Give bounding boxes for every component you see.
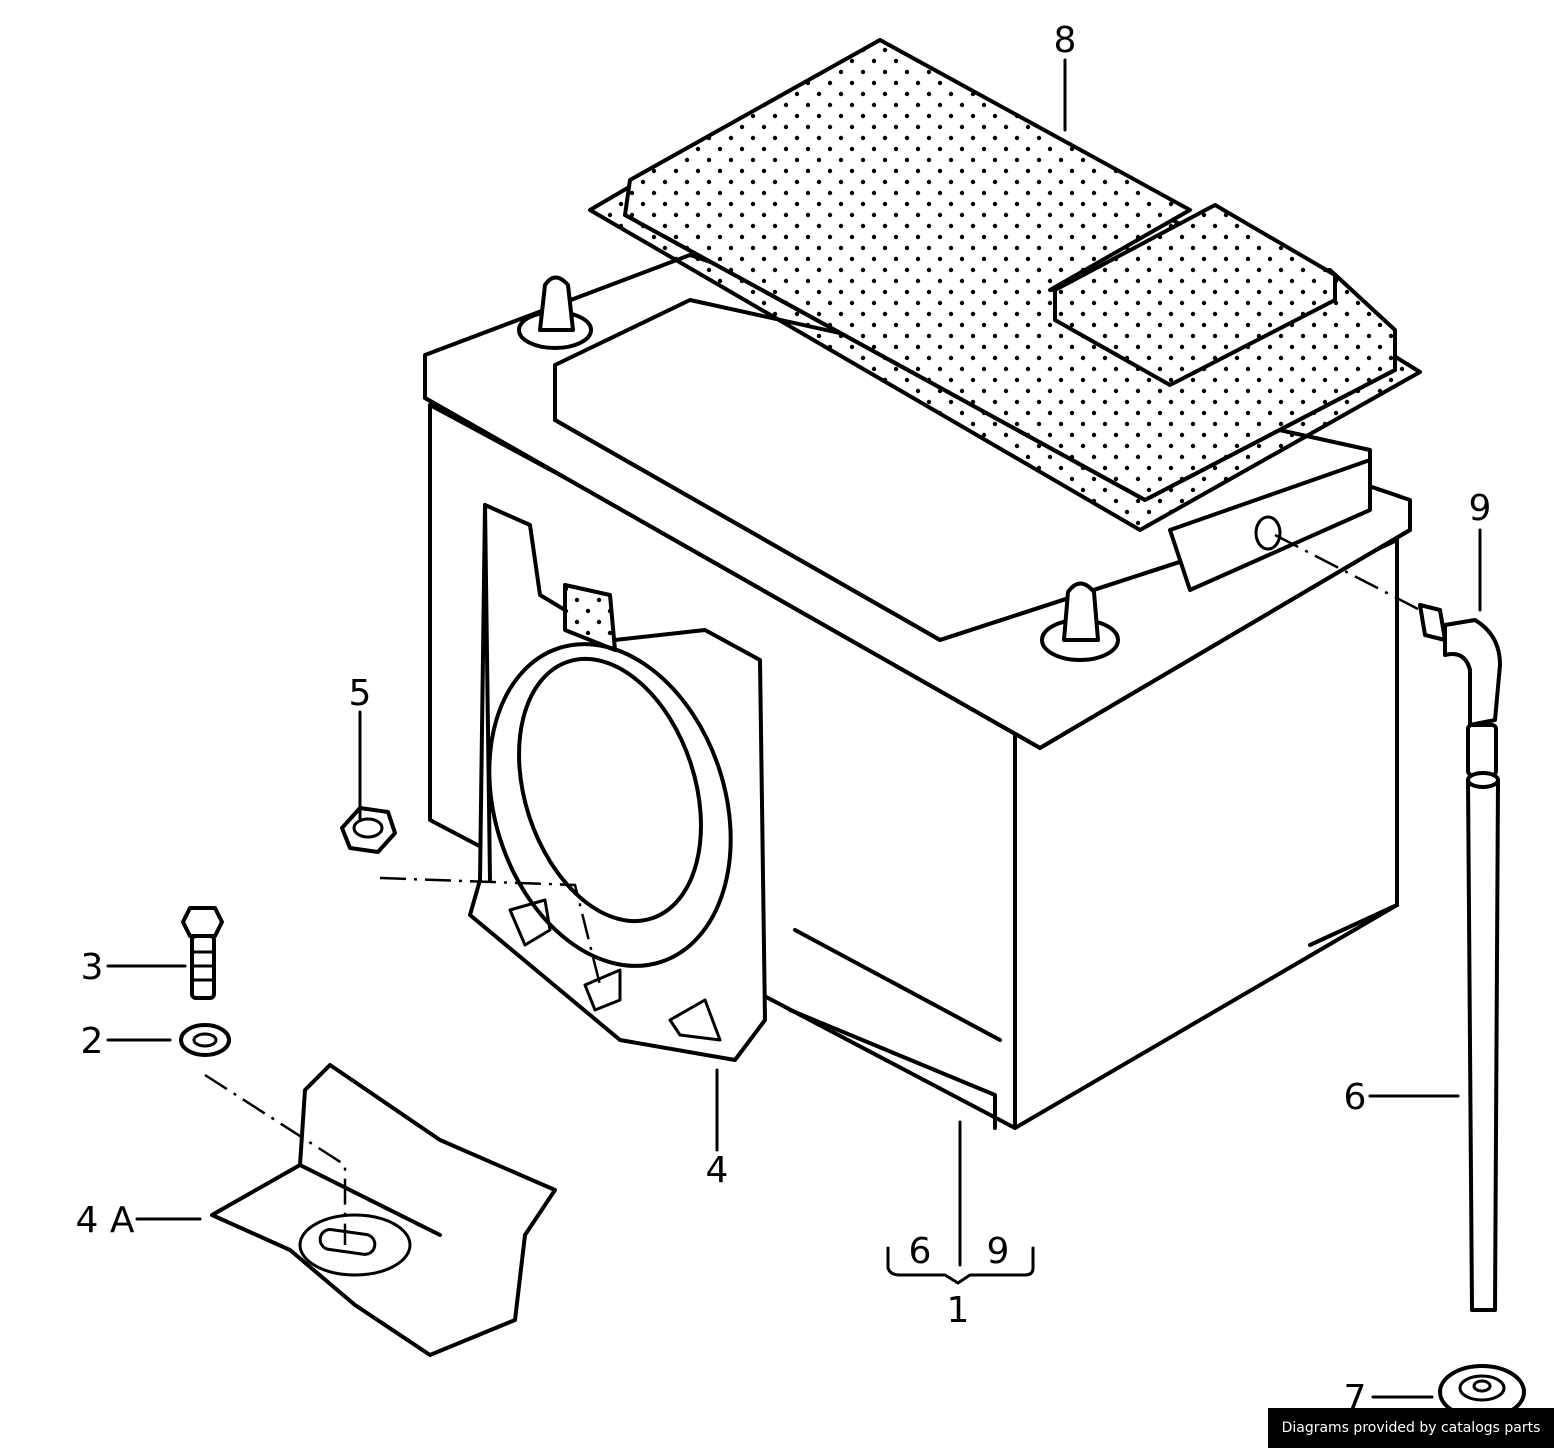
battery	[423, 253, 1412, 1130]
holder-ring-outer	[487, 642, 733, 968]
bracket-hole-boss	[298, 1213, 412, 1277]
vent-elbow	[1418, 603, 1502, 777]
holder-slot-left	[508, 898, 552, 947]
bracket-brace	[886, 1246, 1035, 1285]
label-part-1: 1	[947, 1290, 970, 1331]
label-part-9: 9	[1469, 488, 1492, 529]
battery-lid-edge	[423, 396, 1412, 750]
label-sub-9: 9	[987, 1231, 1010, 1272]
label-part-2: 2	[81, 1021, 104, 1062]
battery-vent-port	[1254, 515, 1282, 551]
battery-cover	[588, 38, 1422, 532]
holder-ring-inner	[517, 656, 703, 924]
cover-edge	[623, 213, 1397, 502]
bracket-plate	[210, 1063, 557, 1357]
label-part-8: 8	[1054, 20, 1077, 61]
centerline-vent	[1274, 533, 1421, 612]
battery-side-base	[1308, 903, 1399, 947]
bolt	[181, 906, 224, 1000]
centerline-washer	[204, 1073, 347, 1245]
battery-vent-housing	[1168, 458, 1372, 592]
holder-slot-right	[668, 998, 722, 1042]
label-part-6: 6	[1344, 1077, 1367, 1118]
centerline-nut	[379, 876, 602, 986]
label-sub-6: 6	[909, 1231, 932, 1272]
cover-raised-section	[1053, 203, 1337, 387]
holder-plate	[468, 503, 767, 1062]
battery-base-line	[793, 928, 1002, 1042]
battery-holder	[468, 503, 767, 1062]
battery-terminal-positive	[1040, 581, 1120, 662]
washer	[179, 1023, 231, 1057]
bracket-slot	[318, 1227, 377, 1256]
label-part-4a: 4 A	[76, 1200, 135, 1241]
leader-lines	[106, 58, 1482, 1399]
label-part-5: 5	[349, 673, 372, 714]
battery-terminal-negative	[517, 275, 593, 350]
holder-edge	[483, 503, 492, 882]
nut	[340, 806, 397, 854]
battery-base-ledge	[788, 1008, 997, 1130]
bracket-fold	[298, 1163, 442, 1237]
credit-banner: Diagrams provided by catalogs parts	[1268, 1408, 1554, 1448]
vent-hose	[1466, 771, 1500, 1312]
holder-slot-center	[583, 968, 622, 1012]
label-part-4: 4	[706, 1150, 729, 1191]
bracket	[210, 1063, 557, 1357]
label-part-3: 3	[81, 947, 104, 988]
